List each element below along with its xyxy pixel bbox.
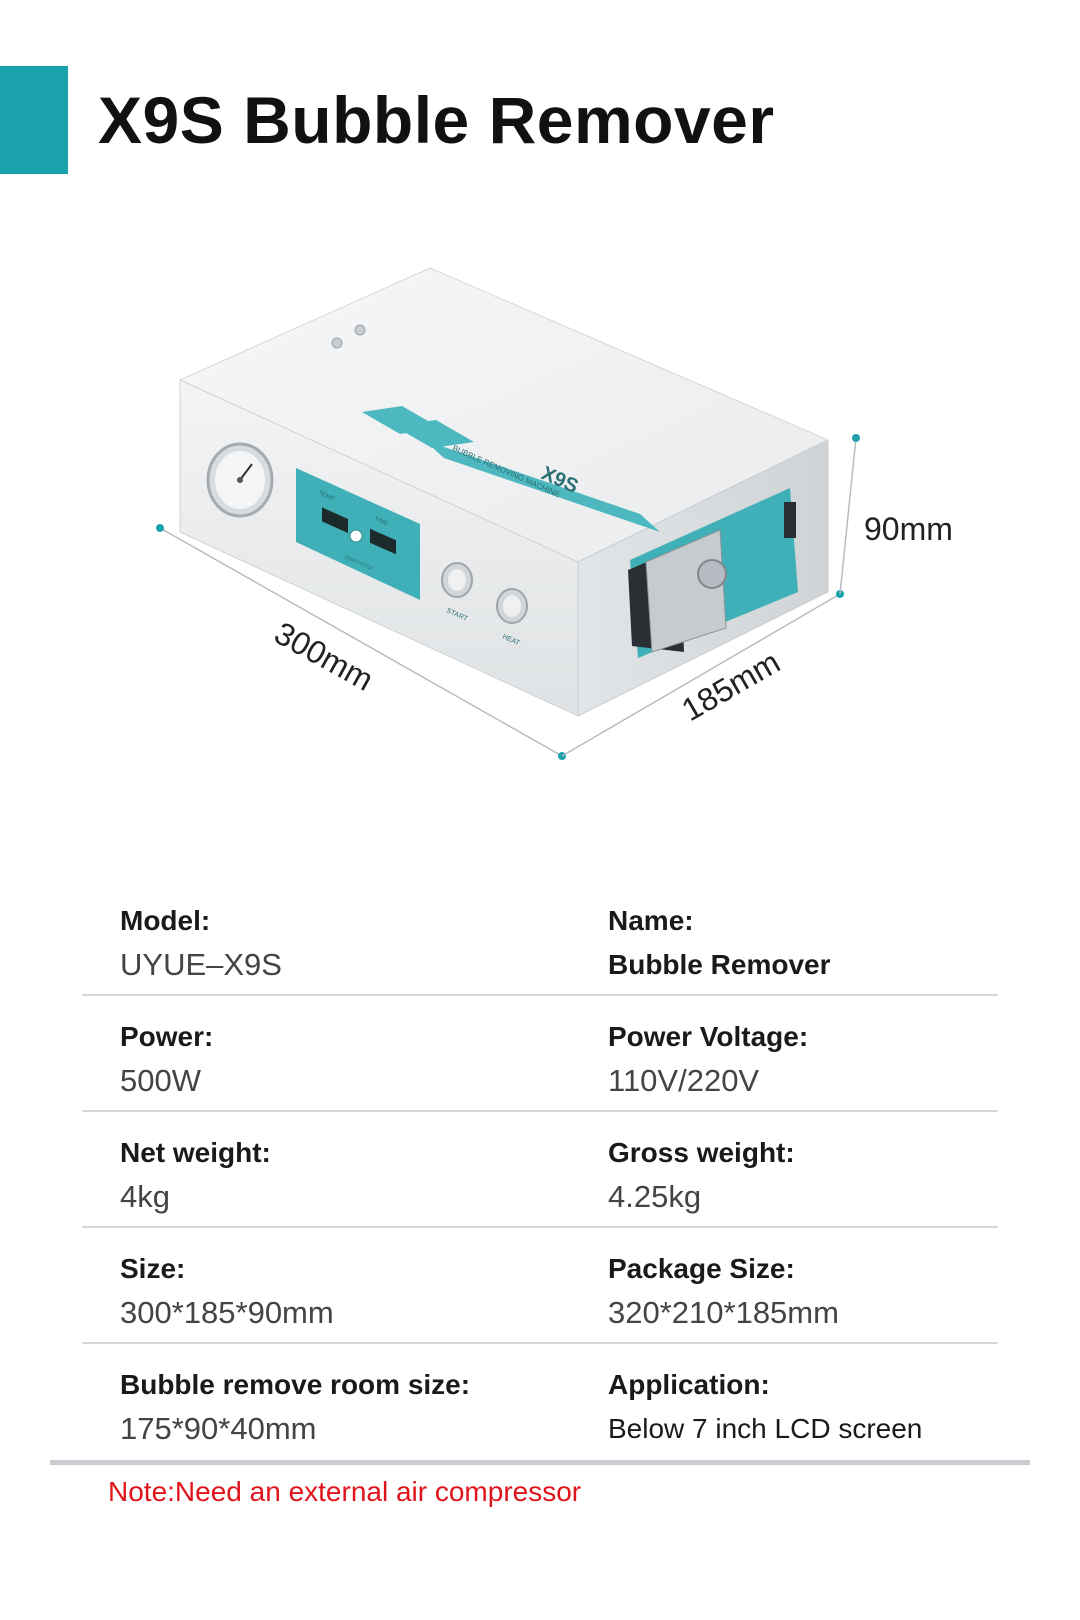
pressure-gauge [206,442,274,518]
spec-label: Size: [120,1253,186,1284]
spec-label: Name: [608,905,694,936]
note-text: Note:Need an external air compressor [108,1476,582,1507]
spec-value: 500W [120,1063,201,1098]
spec-value: Below 7 inch LCD screen [608,1413,923,1444]
screw-2 [354,324,366,336]
spec-cell-size: Size: 300*185*90mm [120,1228,334,1332]
temp-display [322,507,348,533]
spec-label: Model: [120,905,211,936]
product-illustration: X9S BUBBLE REMOVING MACHINE TEMP TIME ST… [156,267,953,760]
spec-row-weight: Net weight: 4kg Gross weight: 4.25kg [82,1112,998,1228]
spec-value: 110V/220V [608,1063,760,1098]
spec-value: 4kg [120,1179,170,1214]
spec-cell-power: Power: 500W [120,996,213,1100]
page-title: X9S Bubble Remover [98,83,775,157]
spec-cell-gross-weight: Gross weight: 4.25kg [608,1112,795,1216]
spec-label: Package Size: [608,1253,795,1284]
spec-row-power: Power: 500W Power Voltage: 110V/220V [82,996,998,1112]
time-label: TIME [373,516,389,527]
chamber-door[interactable] [628,488,798,658]
spec-label: Application: [608,1369,770,1400]
spec-row-room: Bubble remove room size: 175*90*40mm App… [82,1344,998,1464]
spec-cell-package-size: Package Size: 320*210*185mm [608,1228,839,1332]
spec-value: 4.25kg [608,1179,702,1214]
start-button[interactable] [441,562,473,598]
spec-table: Model: UYUE–X9S Name: Bubble Remover Pow… [82,880,998,1464]
spec-value: UYUE–X9S [120,947,282,982]
top-stripe-2 [394,420,474,448]
screw-1 [331,337,343,349]
spec-cell-room-size: Bubble remove room size: 175*90*40mm [120,1344,470,1448]
spec-row-size: Size: 300*185*90mm Package Size: 320*210… [82,1228,998,1344]
top-stripe-3 [424,440,660,532]
spec-value: 320*210*185mm [608,1295,839,1330]
dimension-height-label: 90mm [864,511,953,547]
spec-cell-model: Model: UYUE–X9S [120,880,282,984]
spec-cell-power-voltage: Power Voltage: 110V/220V [608,996,808,1100]
spec-cell-net-weight: Net weight: 4kg [120,1112,271,1216]
control-panel: TEMP TIME START/STOP [296,468,420,600]
spec-value: Bubble Remover [608,949,831,980]
dimension-height [839,434,860,595]
spec-label: Gross weight: [608,1137,795,1168]
spec-cell-application: Application: Below 7 inch LCD screen [608,1344,922,1448]
dimension-length-label: 300mm [269,615,380,698]
title-accent-bar [0,66,68,174]
spec-label: Net weight: [120,1137,271,1168]
spec-row-model: Model: UYUE–X9S Name: Bubble Remover [82,880,998,996]
start-stop-button[interactable] [349,529,363,543]
spec-label: Power: [120,1021,214,1052]
time-display [370,528,396,555]
spec-value: 300*185*90mm [120,1295,334,1330]
spec-label: Power Voltage: [608,1021,809,1052]
heat-button[interactable] [496,588,528,624]
spec-value: 175*90*40mm [120,1411,317,1446]
spec-label: Bubble remove room size: [120,1369,471,1400]
spec-cell-name: Name: Bubble Remover [608,880,831,984]
bottom-divider [50,1460,1030,1465]
